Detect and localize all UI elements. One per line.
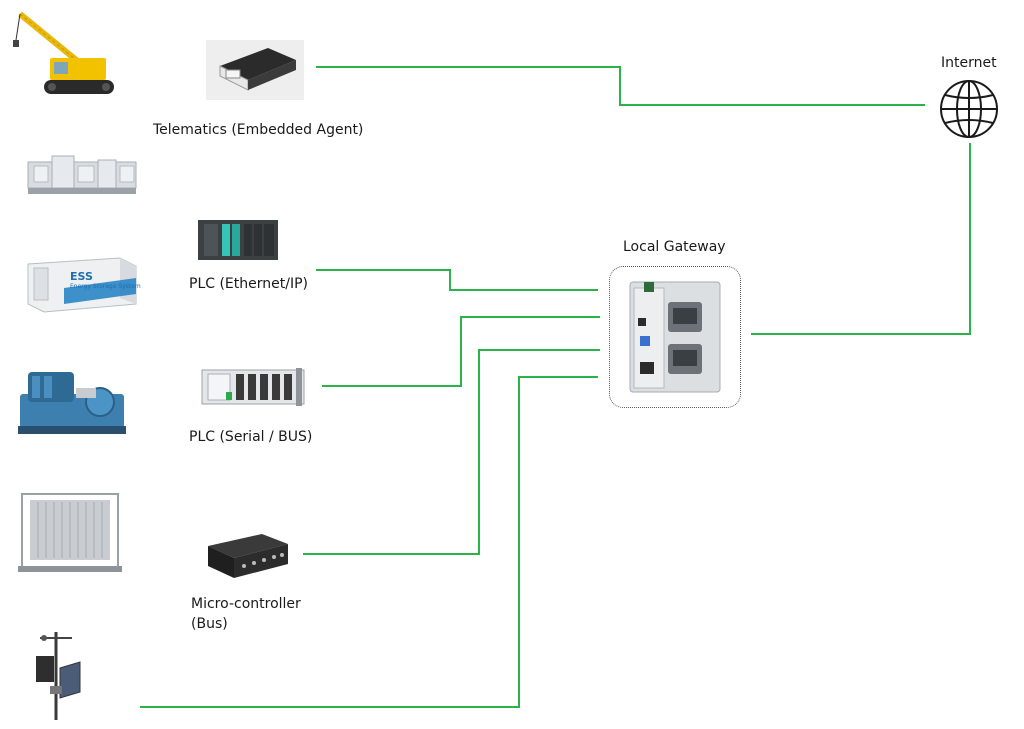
weather-station-image	[36, 632, 81, 720]
telematics-label: Telematics (Embedded Agent)	[153, 122, 364, 138]
cooling-unit-image	[18, 493, 122, 572]
production-line-image	[27, 155, 137, 194]
ess-container-image	[27, 257, 137, 313]
compressor-image	[18, 372, 126, 434]
gateway-label: Local Gateway	[623, 239, 726, 255]
plc-serial-to-gateway-line	[322, 316, 600, 387]
telematics-to-internet-line	[316, 66, 925, 106]
microcontroller-to-gateway-line	[303, 349, 600, 555]
plc-serial-label: PLC (Serial / BUS)	[189, 429, 313, 445]
plc-serial-image	[201, 368, 305, 406]
plc-ethernet-label: PLC (Ethernet/IP)	[189, 276, 308, 292]
telematics-device-image	[206, 40, 304, 100]
crane-image	[13, 11, 114, 94]
globe-icon	[940, 80, 998, 138]
weather-station-to-gateway-line	[140, 376, 598, 708]
plc-ethernet-image	[198, 220, 278, 260]
internet-label: Internet	[941, 55, 997, 71]
gateway-device-image	[629, 281, 721, 393]
microcontroller-label-line1: Micro-controller	[191, 596, 301, 612]
microcontroller-image	[208, 534, 288, 578]
microcontroller-label-line2: (Bus)	[191, 616, 228, 632]
ess-badge: ESS	[70, 270, 93, 283]
ess-badge-subtitle: Energy Storage System	[70, 283, 141, 290]
internet-to-gateway-line	[751, 143, 971, 335]
plc-ethernet-to-gateway-line	[316, 269, 598, 291]
